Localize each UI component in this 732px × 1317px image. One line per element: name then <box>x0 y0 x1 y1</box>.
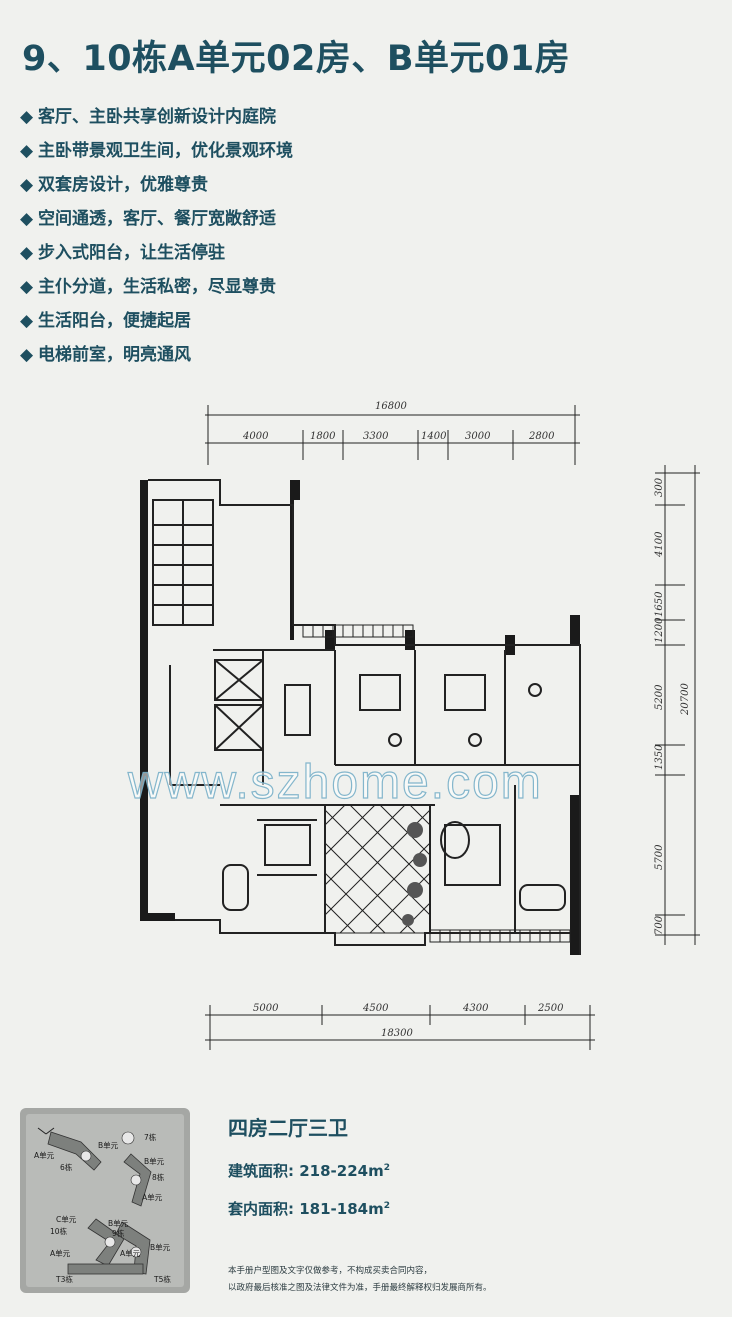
disclaimer-line: 以政府最后核准之图及法律文件为准，手册最终解释权归发展商所有。 <box>228 1283 492 1293</box>
feature-item: ◆电梯前室，明亮通风 <box>20 342 293 376</box>
dim-bottom: 4500 <box>362 1003 389 1014</box>
km-label: A单元 <box>120 1249 141 1258</box>
disclaimer-line: 本手册户型图及文字仅做参考，不构成买卖合同内容， <box>228 1266 433 1276</box>
km-label: A单元 <box>142 1193 163 1202</box>
watermark: www.szhome.com <box>127 755 543 809</box>
page-title: 9、10栋A单元02房、B单元01房 <box>22 39 571 79</box>
key-map: 7栋 B单元 A单元 6栋 B单元 8栋 A单元 C单元 B单元 10栋 9栋 … <box>20 1108 190 1293</box>
km-label: 10栋 <box>50 1227 68 1236</box>
km-label: 8栋 <box>152 1173 165 1182</box>
floor-plan: 16800 4000 1800 3300 1400 3000 2800 5000… <box>140 401 700 1050</box>
bullet-icon: ◆ <box>20 345 34 365</box>
bullet-icon: ◆ <box>20 141 34 161</box>
bullet-icon: ◆ <box>20 277 34 297</box>
km-label: 9栋 <box>112 1229 125 1238</box>
unit-type: 四房二厅三卫 <box>228 1116 348 1140</box>
km-label: B单元 <box>150 1243 171 1252</box>
dim-right: 1350 <box>654 744 665 770</box>
dim-right: 700 <box>654 915 665 935</box>
dim-right: 5200 <box>654 684 665 710</box>
km-label: B单元 <box>98 1141 119 1150</box>
dim-right-total: 20700 <box>680 683 691 716</box>
feature-item: ◆主仆分道，生活私密，尽显尊贵 <box>20 274 293 308</box>
dim-top-total: 16800 <box>375 401 407 412</box>
site-map <box>37 1127 152 1275</box>
dim-bottom: 2500 <box>537 1003 564 1014</box>
km-label: 6栋 <box>60 1163 73 1172</box>
km-label: A单元 <box>34 1151 55 1160</box>
bullet-icon: ◆ <box>20 209 34 229</box>
km-label: T3栋 <box>56 1275 73 1284</box>
km-label: B单元 <box>108 1219 129 1228</box>
km-label: 7栋 <box>144 1133 157 1142</box>
bullet-icon: ◆ <box>20 175 34 195</box>
feature-item: ◆步入式阳台，让生活停驻 <box>20 240 293 274</box>
feature-item: ◆双套房设计，优雅尊贵 <box>20 172 293 206</box>
feature-item: ◆主卧带景观卫生间，优化景观环境 <box>20 138 293 172</box>
km-label: T5栋 <box>154 1275 171 1284</box>
km-label: A单元 <box>50 1249 71 1258</box>
net-area: 套内面积: 181-184m2 <box>228 1200 390 1218</box>
gross-area: 建筑面积: 218-224m2 <box>228 1162 390 1180</box>
dim-top: 2800 <box>528 431 555 442</box>
bullet-icon: ◆ <box>20 311 34 331</box>
feature-item: ◆生活阳台，便捷起居 <box>20 308 293 342</box>
km-label: C单元 <box>56 1215 77 1224</box>
dim-right: 300 <box>654 477 665 497</box>
dim-bottom-total: 18300 <box>381 1028 413 1039</box>
dim-right: 1200 <box>654 617 665 643</box>
dim-top: 3000 <box>465 431 491 442</box>
feature-list: ◆客厅、主卧共享创新设计内庭院 ◆主卧带景观卫生间，优化景观环境 ◆双套房设计，… <box>20 104 293 376</box>
feature-item: ◆客厅、主卧共享创新设计内庭院 <box>20 104 293 138</box>
bullet-icon: ◆ <box>20 107 34 127</box>
dim-top: 3300 <box>363 431 389 442</box>
dim-right: 1650 <box>654 591 665 617</box>
dim-bottom: 4300 <box>462 1003 489 1014</box>
dim-bottom: 5000 <box>253 1003 279 1014</box>
feature-item: ◆空间通透，客厅、餐厅宽敞舒适 <box>20 206 293 240</box>
dim-top: 4000 <box>242 431 269 442</box>
dim-right: 4100 <box>654 531 665 558</box>
dim-top: 1400 <box>421 431 447 442</box>
bullet-icon: ◆ <box>20 243 34 263</box>
km-label: B单元 <box>144 1157 165 1166</box>
dim-top: 1800 <box>310 431 336 442</box>
dim-right: 5700 <box>654 844 665 870</box>
